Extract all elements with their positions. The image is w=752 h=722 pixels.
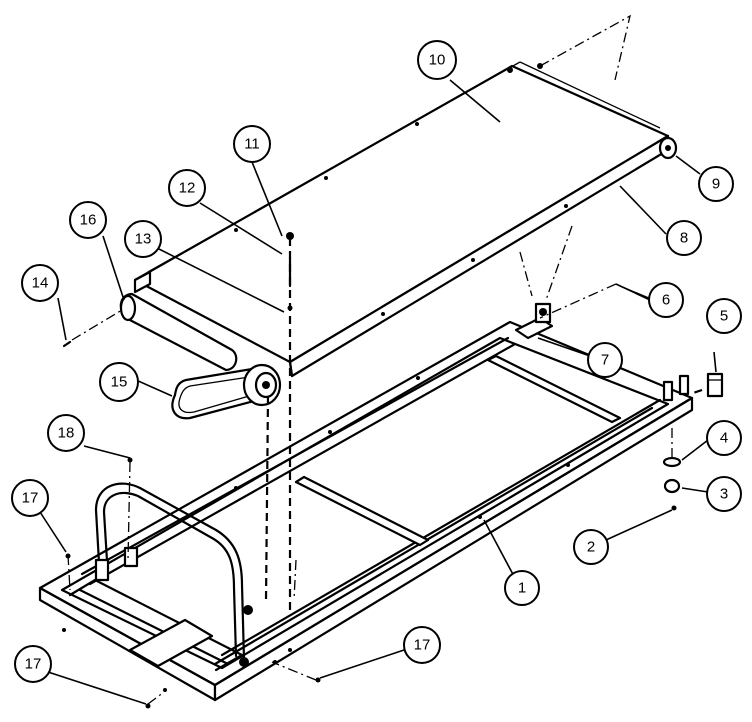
callout-label-2: 2 [587, 539, 595, 556]
callout-label-12: 12 [179, 180, 196, 197]
callout-3: 3 [706, 476, 742, 512]
callout-9: 9 [698, 166, 734, 202]
callout-label-6: 6 [662, 292, 670, 309]
front-roller [119, 292, 238, 372]
callout-15: 15 [99, 362, 139, 402]
callout-label-5: 5 [720, 308, 728, 325]
callout-13: 13 [124, 220, 162, 258]
callout-10: 10 [417, 40, 457, 80]
drive-belt-pulley [171, 363, 282, 420]
callout-label-7: 7 [601, 352, 609, 369]
fasteners [62, 232, 321, 709]
callout-5: 5 [706, 298, 742, 334]
callout-label-15: 15 [111, 374, 128, 391]
callout-1: 1 [504, 570, 540, 606]
callout-label-17-left: 17 [22, 490, 39, 507]
callout-label-1: 1 [518, 580, 526, 597]
callout-17-bottom-right: 17 [403, 626, 441, 664]
callout-label-9: 9 [712, 176, 720, 193]
rear-roller [658, 136, 678, 160]
callout-label-3: 3 [720, 486, 728, 503]
callout-label-8: 8 [680, 230, 688, 247]
small-parts [619, 285, 724, 511]
base-frame [38, 320, 694, 702]
callout-label-14: 14 [32, 275, 49, 292]
callout-12: 12 [168, 169, 206, 207]
callout-7: 7 [587, 342, 623, 378]
callout-label-4: 4 [720, 430, 728, 447]
callout-14: 14 [21, 264, 59, 302]
rear-bracket [514, 302, 554, 340]
handrail [94, 482, 253, 667]
callout-label-16: 16 [80, 212, 97, 229]
assembly-lines [67, 14, 703, 705]
callout-label-13: 13 [135, 231, 152, 248]
callout-4: 4 [706, 420, 742, 456]
callout-16: 16 [69, 201, 107, 239]
callout-17-left: 17 [11, 479, 49, 517]
leader-lines [39, 79, 717, 705]
callout-18: 18 [47, 414, 85, 452]
callout-label-17-bottom-left: 17 [25, 656, 42, 673]
callout-label-10: 10 [429, 52, 446, 69]
callout-2: 2 [573, 529, 609, 565]
callout-label-17-bottom-right: 17 [414, 637, 431, 654]
callout-6: 6 [648, 282, 684, 318]
callout-label-18: 18 [58, 425, 75, 442]
callout-11: 11 [233, 125, 271, 163]
callout-label-11: 11 [244, 136, 260, 153]
callout-8: 8 [666, 220, 702, 256]
callout-17-bottom-left: 17 [14, 645, 52, 683]
treadmill-deck [133, 61, 670, 378]
